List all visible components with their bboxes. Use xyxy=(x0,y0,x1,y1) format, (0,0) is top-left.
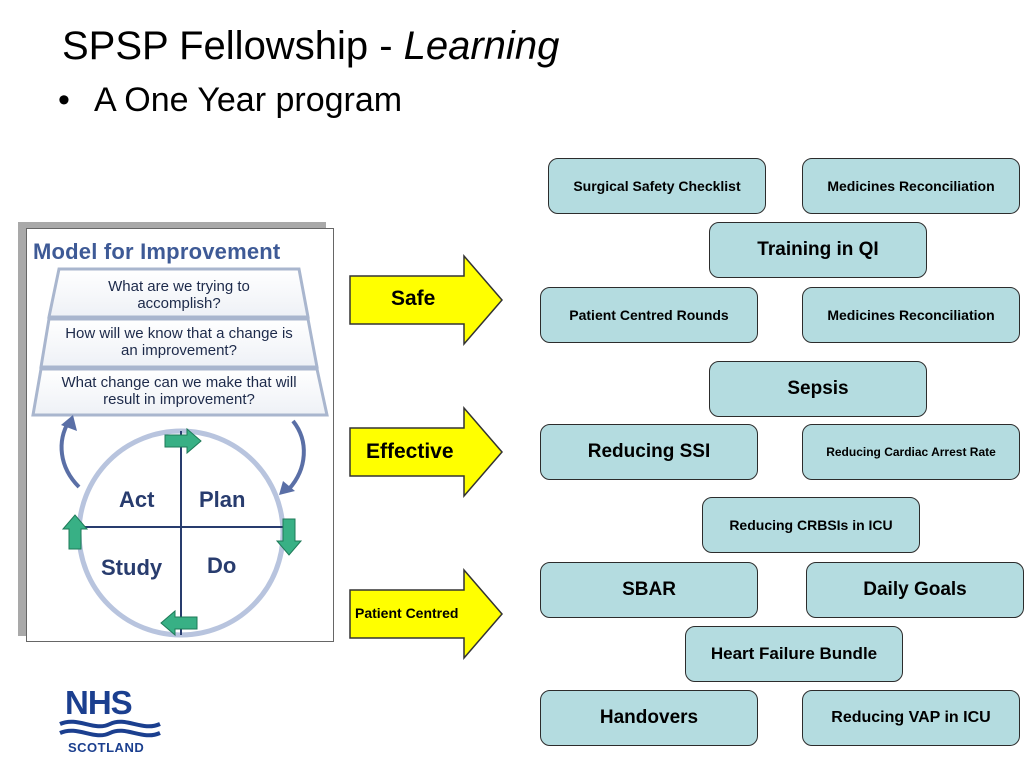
cycle-label-plan: Plan xyxy=(199,487,246,512)
effective-label: Effective xyxy=(366,440,454,463)
cycle-label-do: Do xyxy=(207,553,237,578)
bottom-cycle-arrow-icon xyxy=(160,609,198,637)
box-handovers: Handovers xyxy=(540,690,758,746)
box-medicines-reconciliation-2: Medicines Reconciliation xyxy=(802,287,1020,343)
model-title: Model for Improvement xyxy=(33,239,281,264)
box-reducing-vap-in-icu: Reducing VAP in ICU xyxy=(802,690,1020,746)
left-curved-arrow-icon xyxy=(59,419,81,489)
safe-arrow xyxy=(349,254,503,346)
patient-centred-arrow xyxy=(349,568,503,660)
box-medicines-reconciliation-1: Medicines Reconciliation xyxy=(802,158,1020,214)
box-sepsis: Sepsis xyxy=(709,361,927,417)
right-cycle-arrow-icon xyxy=(275,518,303,556)
nhs-logo-subtitle: SCOTLAND xyxy=(68,740,145,755)
box-surgical-safety-checklist: Surgical Safety Checklist xyxy=(548,158,766,214)
patient-centred-label: Patient Centred xyxy=(355,605,459,621)
effective-arrow xyxy=(349,406,503,498)
box-reducing-cardiac-arrest-rate: Reducing Cardiac Arrest Rate xyxy=(802,424,1020,480)
left-cycle-arrow-icon xyxy=(61,514,89,550)
nhs-logo-waves-icon xyxy=(59,719,161,738)
question-tier-2 xyxy=(39,317,319,369)
model-diagram-graphic xyxy=(31,267,329,638)
bullet-dot-icon: • xyxy=(58,81,70,119)
question-tier-1 xyxy=(47,267,310,319)
cycle-label-act: Act xyxy=(119,487,155,512)
right-arrowhead-icon xyxy=(279,481,295,495)
question-1: What are we trying to accomplish? xyxy=(108,278,250,312)
box-reducing-crbsis-in-icu: Reducing CRBSIs in ICU xyxy=(702,497,920,553)
right-curved-arrow-icon xyxy=(287,419,306,491)
bullet-text: A One Year program xyxy=(94,81,403,119)
model-for-improvement-figure: Model for Improvement What are we trying… xyxy=(26,228,334,642)
box-training-in-qi: Training in QI xyxy=(709,222,927,278)
question-tier-3 xyxy=(31,367,329,417)
nhs-logo-text: NHS xyxy=(65,684,133,721)
box-heart-failure-bundle: Heart Failure Bundle xyxy=(685,626,903,682)
safe-label: Safe xyxy=(391,287,436,310)
title-main: SPSP Fellowship - xyxy=(62,24,404,68)
left-arrowhead-icon xyxy=(61,415,77,431)
box-patient-centred-rounds: Patient Centred Rounds xyxy=(540,287,758,343)
question-2: How will we know that a change is an imp… xyxy=(65,325,293,359)
box-daily-goals: Daily Goals xyxy=(806,562,1024,618)
cycle-label-study: Study xyxy=(101,555,163,580)
box-sbar: SBAR xyxy=(540,562,758,618)
slide-title: SPSP Fellowship - Learning xyxy=(62,22,559,70)
top-cycle-arrow-icon xyxy=(164,427,202,455)
title-emphasis: Learning xyxy=(403,24,560,68)
box-reducing-ssi: Reducing SSI xyxy=(540,424,758,480)
bullet-item: • A One Year program xyxy=(58,80,402,120)
question-3: What change can we make that will result… xyxy=(61,374,297,408)
